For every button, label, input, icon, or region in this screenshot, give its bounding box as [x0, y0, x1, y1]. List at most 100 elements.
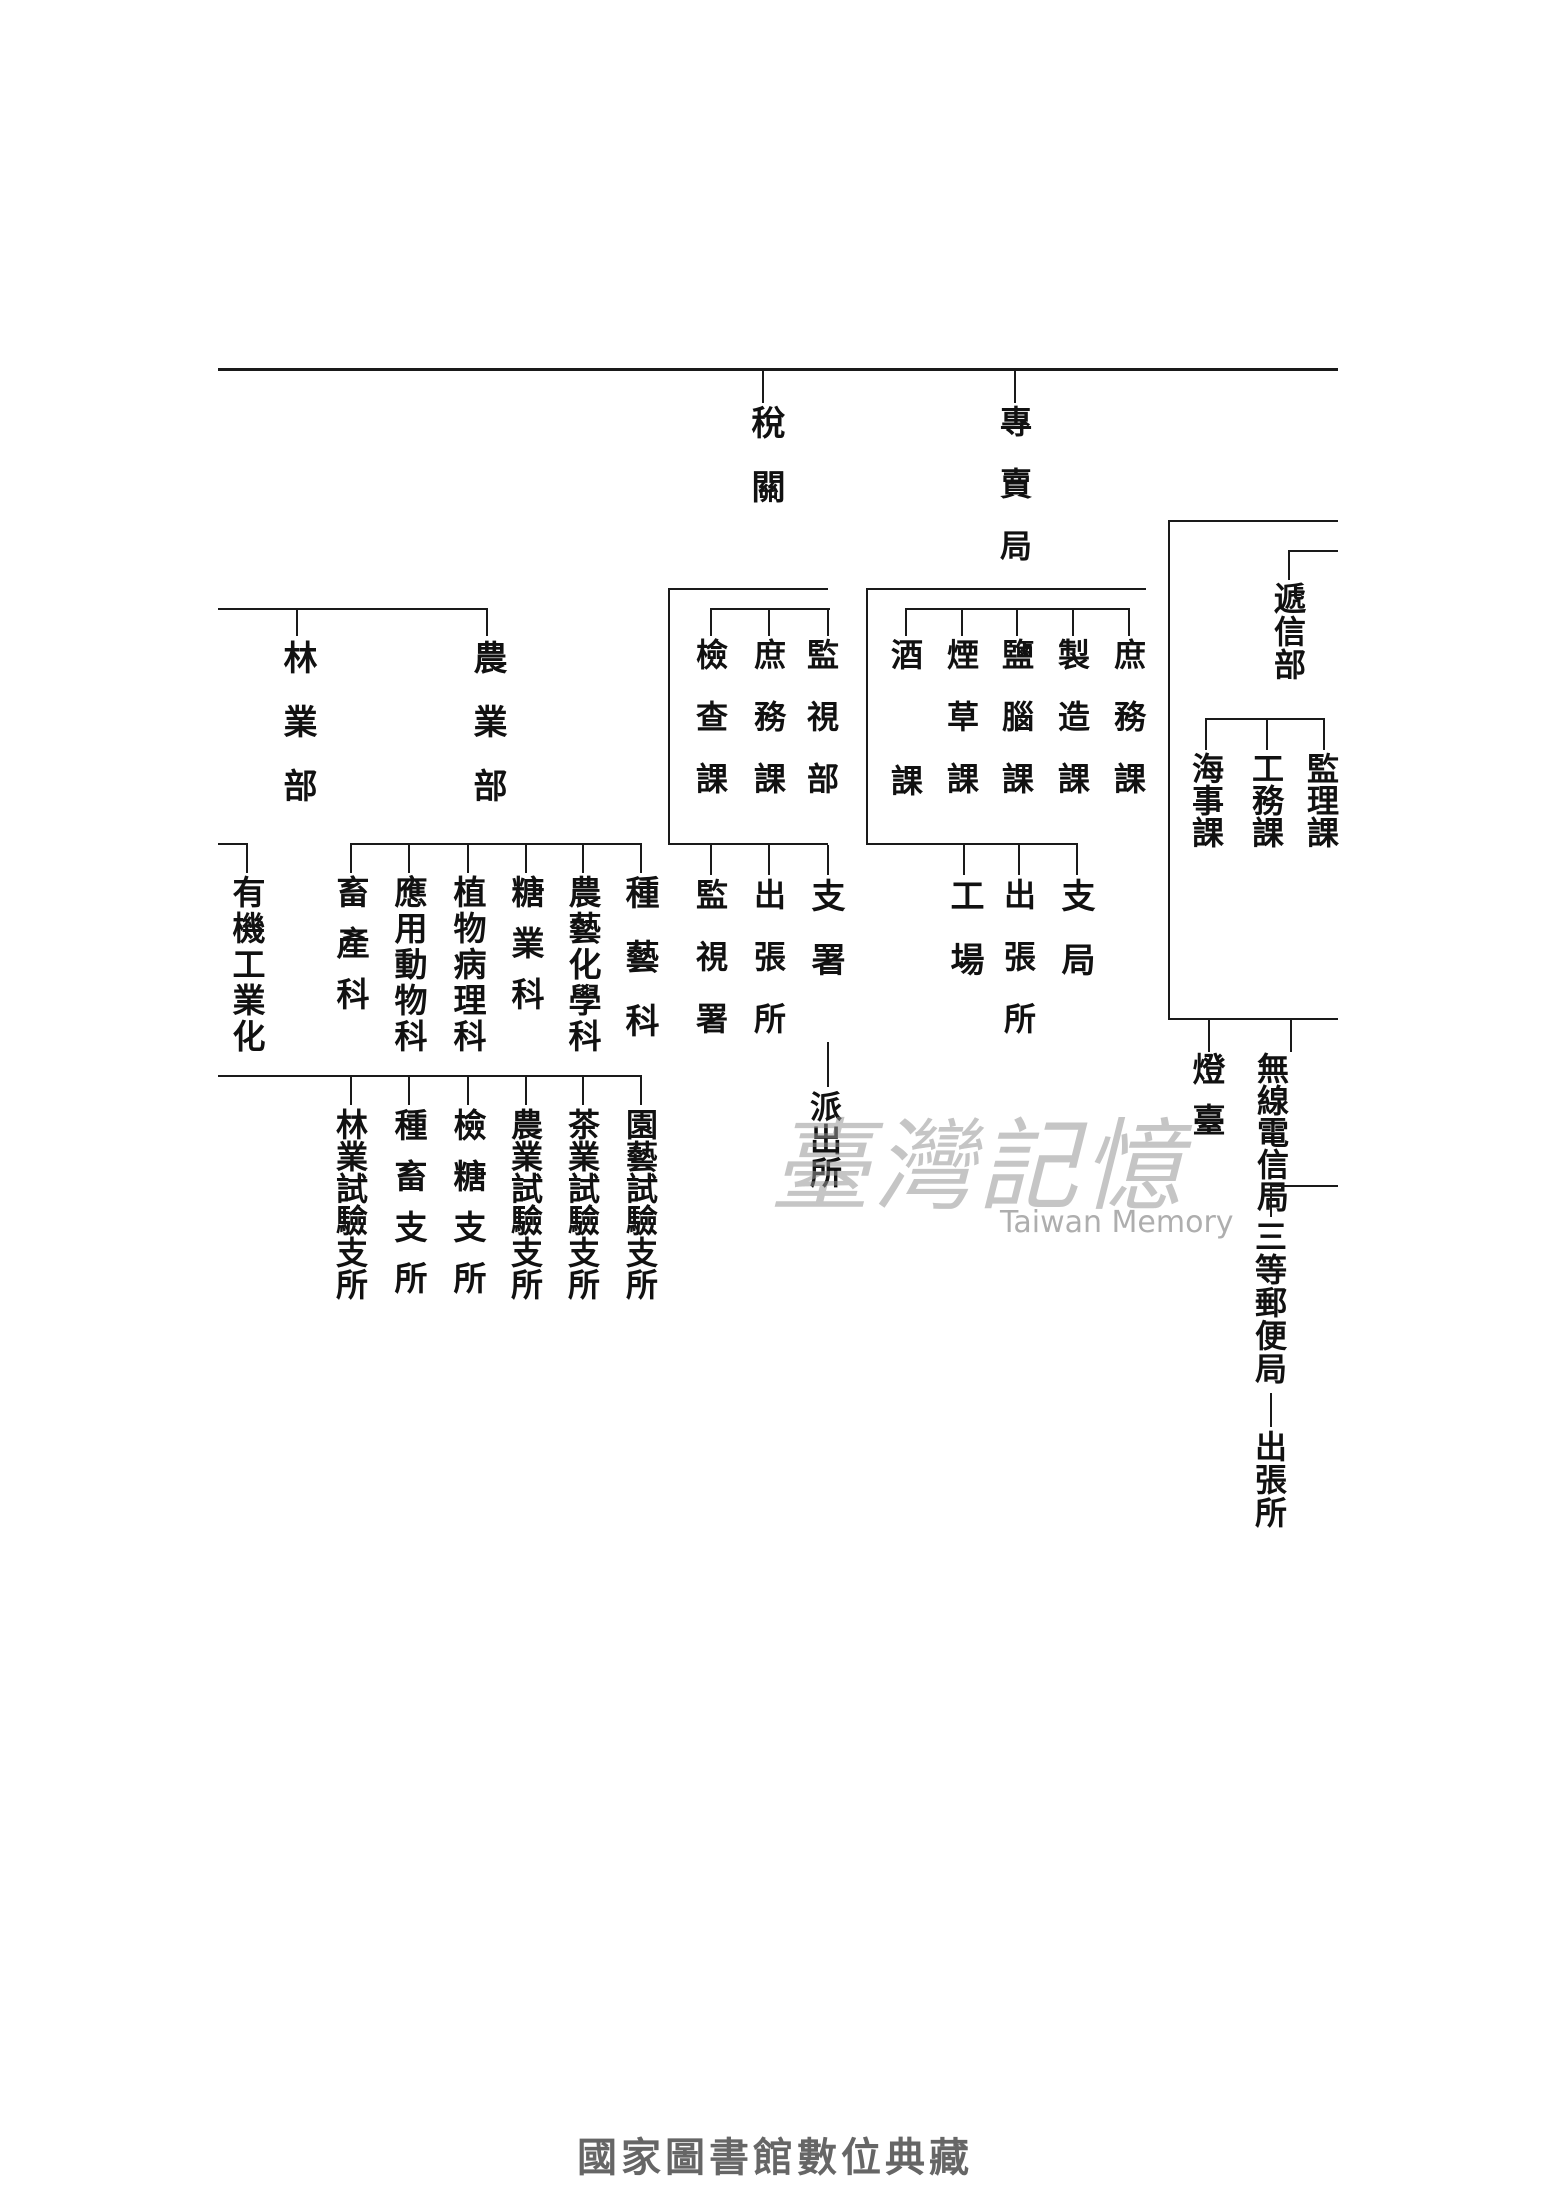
connector — [1266, 718, 1268, 750]
node-monopoly-bureau: 專賣局 — [995, 405, 1033, 591]
connector — [1016, 608, 1018, 636]
connector — [1168, 520, 1338, 522]
connector — [350, 1075, 352, 1105]
node-tax-general-affairs: 庶務課 — [749, 638, 787, 824]
node-tax-surveillance-office: 監視署 — [691, 878, 729, 1064]
node-third-class-post-office: 三等郵便局 — [1250, 1220, 1288, 1385]
connector — [1208, 1020, 1210, 1052]
node-plant-pathology-section: 植物病理科 — [448, 875, 487, 1055]
connector — [1205, 718, 1325, 720]
node-agrochemistry-section: 農藝化學科 — [563, 875, 602, 1055]
footer-credit: 國家圖書館數位典藏 — [577, 2135, 973, 2181]
connector — [1323, 718, 1325, 750]
connector — [866, 588, 1146, 590]
connector — [710, 845, 712, 875]
node-monopoly-salt-camphor: 鹽腦課 — [997, 638, 1035, 824]
node-communications-dept: 遞信部 — [1269, 582, 1307, 681]
node-monopoly-tobacco: 煙草課 — [942, 638, 980, 824]
node-tax-dispatch: 派出所 — [805, 1090, 843, 1189]
connector — [486, 608, 488, 636]
connector — [668, 843, 828, 845]
connector — [218, 1075, 642, 1077]
connector — [1270, 1393, 1272, 1427]
connector — [866, 843, 1078, 845]
connector — [866, 588, 868, 845]
node-lighthouse: 燈臺 — [1187, 1052, 1226, 1154]
node-comm-engineering: 工務課 — [1247, 752, 1285, 848]
watermark-english: Taiwan Memory — [1000, 1205, 1234, 1240]
connector — [1018, 845, 1020, 875]
connector — [1168, 1018, 1338, 1020]
node-tax-inspection: 檢查課 — [691, 638, 729, 824]
connector — [668, 588, 828, 590]
node-monopoly-general-affairs: 庶務課 — [1109, 638, 1147, 824]
node-tea-station: 茶業試驗支所 — [563, 1108, 601, 1300]
connector — [1270, 1185, 1338, 1187]
connector — [710, 608, 712, 636]
node-monopoly-sub-bureau: 支局 — [1055, 878, 1095, 1006]
connector — [1205, 718, 1207, 750]
connector — [296, 608, 298, 636]
connector — [1290, 1020, 1292, 1052]
connector — [525, 843, 527, 873]
node-monopoly-liquor: 酒課 — [886, 638, 924, 890]
connector — [640, 843, 642, 873]
node-organic-chemistry: 有機工業化 — [227, 875, 266, 1055]
node-comm-supervision: 監理課 — [1302, 752, 1340, 848]
node-livestock-section: 畜產科 — [331, 875, 370, 1028]
connector — [467, 1075, 469, 1105]
connector — [668, 588, 670, 845]
node-sugar-inspection-station: 檢糖支所 — [448, 1108, 487, 1312]
connector — [1288, 550, 1338, 552]
connector — [246, 843, 248, 873]
connector — [710, 608, 830, 610]
node-tax-sub-office: 支署 — [805, 878, 845, 1006]
node-wireless-office: 無線電信局 — [1252, 1052, 1290, 1212]
node-monopoly-branch-office: 出張所 — [999, 878, 1037, 1064]
watermark-chinese: 臺灣記憶 — [770, 1108, 1186, 1225]
connector — [827, 845, 829, 875]
connector — [350, 843, 642, 845]
connector — [963, 845, 965, 875]
node-tax-customs: 稅關 — [745, 405, 785, 533]
connector — [408, 843, 410, 873]
connector — [640, 1075, 642, 1105]
connector — [1270, 1185, 1272, 1217]
connector — [408, 1075, 410, 1105]
node-horticulture-station: 園藝試驗支所 — [621, 1108, 659, 1300]
node-forestry-dept: 林業部 — [277, 640, 317, 832]
connector — [827, 608, 829, 636]
top-rule — [218, 368, 1338, 371]
connector — [525, 1075, 527, 1105]
node-breeding-station: 種畜支所 — [389, 1108, 428, 1312]
connector — [762, 371, 764, 403]
watermark: 臺灣記憶 Taiwan Memory — [770, 1085, 1240, 1255]
connector — [1168, 520, 1170, 1020]
node-post-branch-office: 出張所 — [1250, 1430, 1288, 1529]
node-sugar-section: 糖業科 — [506, 875, 545, 1028]
node-agriculture-dept: 農業部 — [467, 640, 507, 832]
connector — [768, 845, 770, 875]
connector — [1076, 845, 1078, 875]
node-tax-branch-office: 出張所 — [749, 878, 787, 1064]
node-crop-section: 種藝科 — [619, 875, 659, 1067]
connector — [350, 843, 352, 873]
connector — [1014, 371, 1016, 403]
node-monopoly-factory: 工場 — [944, 878, 984, 1006]
connector — [1288, 550, 1290, 580]
node-tax-surveillance: 監視部 — [802, 638, 840, 824]
connector — [582, 843, 584, 873]
node-forestry-station: 林業試驗支所 — [331, 1108, 369, 1300]
node-comm-maritime: 海事課 — [1187, 752, 1225, 848]
connector — [218, 843, 248, 845]
connector — [582, 1075, 584, 1105]
node-agriculture-station: 農業試驗支所 — [506, 1108, 544, 1300]
connector — [768, 608, 770, 636]
connector — [827, 1042, 829, 1087]
connector — [467, 843, 469, 873]
connector — [961, 608, 963, 636]
connector — [1072, 608, 1074, 636]
connector — [905, 608, 907, 636]
connector — [218, 608, 488, 610]
